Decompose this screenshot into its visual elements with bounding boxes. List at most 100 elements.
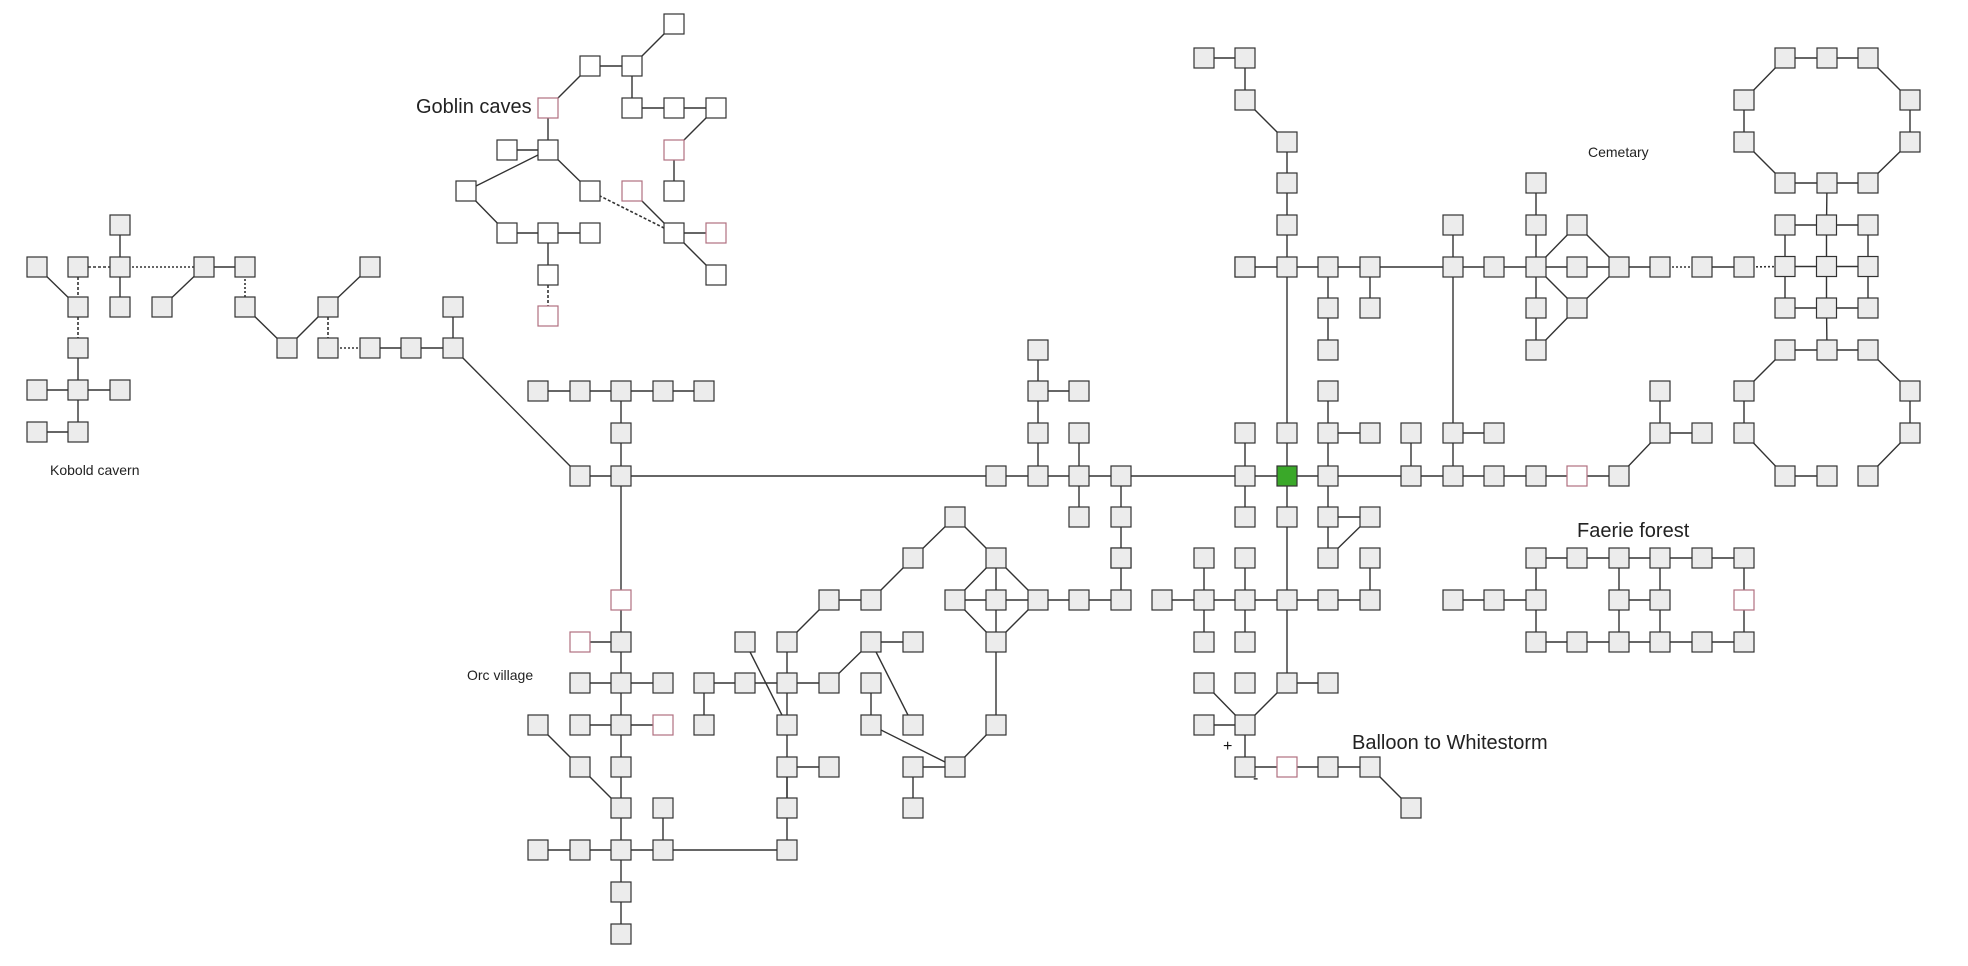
map-room[interactable] xyxy=(1733,631,1755,653)
map-room[interactable] xyxy=(1276,256,1298,278)
map-room[interactable] xyxy=(1276,172,1298,194)
map-room[interactable] xyxy=(1027,380,1049,402)
map-room[interactable] xyxy=(985,714,1007,736)
map-room[interactable] xyxy=(1276,589,1298,611)
map-room[interactable] xyxy=(1774,214,1796,236)
map-room[interactable] xyxy=(1525,297,1547,319)
map-room[interactable] xyxy=(276,337,298,359)
map-room[interactable] xyxy=(776,797,798,819)
map-room[interactable] xyxy=(663,97,685,119)
map-room[interactable] xyxy=(569,714,591,736)
map-room[interactable] xyxy=(1193,672,1215,694)
map-room[interactable] xyxy=(663,180,685,202)
map-room[interactable] xyxy=(985,465,1007,487)
map-room[interactable] xyxy=(1442,422,1464,444)
map-room[interactable] xyxy=(1733,422,1755,444)
map-room[interactable] xyxy=(1483,465,1505,487)
map-room[interactable] xyxy=(1566,214,1588,236)
map-room[interactable] xyxy=(1857,172,1879,194)
map-room[interactable] xyxy=(109,256,131,278)
map-room[interactable] xyxy=(1317,297,1339,319)
map-room[interactable] xyxy=(693,672,715,694)
map-room[interactable] xyxy=(902,631,924,653)
map-room[interactable] xyxy=(776,756,798,778)
map-room[interactable] xyxy=(818,589,840,611)
map-room[interactable] xyxy=(1234,756,1256,778)
map-room[interactable] xyxy=(818,756,840,778)
map-room[interactable] xyxy=(1857,214,1879,236)
map-room[interactable] xyxy=(1483,256,1505,278)
map-room[interactable] xyxy=(1317,756,1339,778)
map-room[interactable] xyxy=(610,756,632,778)
map-room[interactable] xyxy=(1276,131,1298,153)
current-room[interactable] xyxy=(1276,465,1298,487)
map-room[interactable] xyxy=(1899,422,1921,444)
map-room[interactable] xyxy=(1193,714,1215,736)
map-room[interactable] xyxy=(734,631,756,653)
map-room[interactable] xyxy=(1649,547,1671,569)
map-room[interactable] xyxy=(1774,465,1796,487)
map-room[interactable] xyxy=(621,97,643,119)
map-room[interactable] xyxy=(1359,756,1381,778)
map-room[interactable] xyxy=(1359,547,1381,569)
map-room[interactable] xyxy=(1442,214,1464,236)
map-room[interactable] xyxy=(569,672,591,694)
map-room[interactable] xyxy=(1566,465,1588,487)
map-room[interactable] xyxy=(1317,589,1339,611)
map-room[interactable] xyxy=(569,756,591,778)
map-room[interactable] xyxy=(109,214,131,236)
map-room[interactable] xyxy=(1317,672,1339,694)
map-room[interactable] xyxy=(1359,256,1381,278)
map-room[interactable] xyxy=(610,631,632,653)
map-room[interactable] xyxy=(569,465,591,487)
map-room[interactable] xyxy=(1899,131,1921,153)
map-room[interactable] xyxy=(496,222,518,244)
map-room[interactable] xyxy=(860,589,882,611)
map-room[interactable] xyxy=(610,422,632,444)
map-room[interactable] xyxy=(1068,465,1090,487)
map-room[interactable] xyxy=(359,337,381,359)
map-room[interactable] xyxy=(1733,380,1755,402)
map-room[interactable] xyxy=(1608,465,1630,487)
map-room[interactable] xyxy=(1400,797,1422,819)
map-room[interactable] xyxy=(109,379,131,401)
map-room[interactable] xyxy=(663,13,685,35)
map-room[interactable] xyxy=(902,797,924,819)
map-room[interactable] xyxy=(1276,672,1298,694)
map-room[interactable] xyxy=(1525,631,1547,653)
map-room[interactable] xyxy=(902,714,924,736)
map-room[interactable] xyxy=(1359,297,1381,319)
map-room[interactable] xyxy=(1774,47,1796,69)
map-room[interactable] xyxy=(26,379,48,401)
map-room[interactable] xyxy=(1774,297,1796,319)
map-room[interactable] xyxy=(610,839,632,861)
map-room[interactable] xyxy=(818,672,840,694)
map-room[interactable] xyxy=(1899,89,1921,111)
map-room[interactable] xyxy=(67,379,89,401)
map-room[interactable] xyxy=(776,714,798,736)
map-room[interactable] xyxy=(109,296,131,318)
map-room[interactable] xyxy=(1359,422,1381,444)
map-room[interactable] xyxy=(1317,256,1339,278)
map-room[interactable] xyxy=(985,589,1007,611)
map-room[interactable] xyxy=(1400,465,1422,487)
map-room[interactable] xyxy=(860,714,882,736)
map-room[interactable] xyxy=(1857,297,1879,319)
map-room[interactable] xyxy=(1234,631,1256,653)
map-room[interactable] xyxy=(26,421,48,443)
map-room[interactable] xyxy=(1691,256,1713,278)
map-room[interactable] xyxy=(1525,214,1547,236)
map-room[interactable] xyxy=(902,756,924,778)
map-room[interactable] xyxy=(776,631,798,653)
map-room[interactable] xyxy=(610,465,632,487)
map-room[interactable] xyxy=(1691,422,1713,444)
map-room[interactable] xyxy=(1027,465,1049,487)
map-room[interactable] xyxy=(610,380,632,402)
map-room[interactable] xyxy=(1110,506,1132,528)
map-room[interactable] xyxy=(1691,631,1713,653)
map-room[interactable] xyxy=(1608,547,1630,569)
map-room[interactable] xyxy=(1442,256,1464,278)
map-room[interactable] xyxy=(1815,255,1838,278)
map-room[interactable] xyxy=(1816,465,1838,487)
map-room[interactable] xyxy=(610,881,632,903)
